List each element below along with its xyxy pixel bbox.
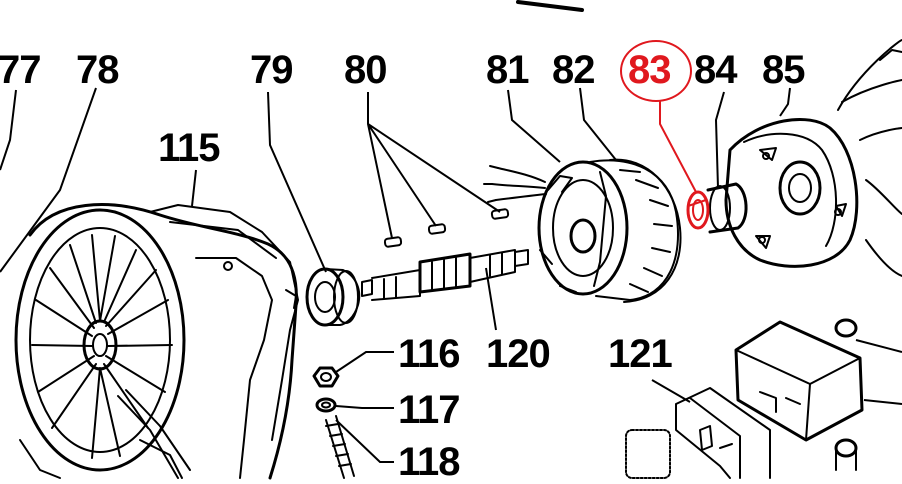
part-label-80: 80	[344, 48, 387, 92]
nut-116	[312, 366, 340, 388]
part-label-85: 85	[762, 48, 805, 92]
ring-83	[686, 190, 710, 230]
part-label-79: 79	[250, 48, 293, 92]
capacitor-box	[734, 320, 864, 442]
leader-lines	[0, 87, 902, 463]
part-label-120: 120	[486, 332, 551, 376]
part-label-83[interactable]: 83	[628, 48, 671, 92]
part-label-116: 116	[398, 332, 461, 376]
highlight-ring-83	[620, 40, 692, 102]
part-label-84: 84	[694, 48, 737, 92]
part-label-117: 117	[398, 388, 461, 432]
washer-117	[315, 397, 337, 413]
stud-118	[325, 415, 355, 479]
keys-80	[383, 208, 510, 248]
outer-cover-partial	[837, 39, 902, 277]
top-edge-fragment	[516, 0, 584, 12]
end-shield-85	[724, 117, 859, 268]
part-label-82: 82	[552, 48, 595, 92]
shaft-120	[361, 249, 529, 301]
bearing-79	[305, 267, 361, 327]
part-label-115: 115	[158, 126, 221, 170]
cable-gland-right	[834, 318, 858, 471]
part-label-121: 121	[608, 332, 673, 376]
part-label-78: 78	[76, 48, 119, 92]
part-label-81: 81	[486, 48, 529, 92]
part-label-118: 118	[398, 440, 461, 484]
terminal-block-121	[625, 387, 771, 479]
stator-81-82	[483, 158, 682, 303]
part-label-77: 77	[0, 48, 41, 92]
spacer-84	[706, 182, 748, 234]
motor-housing-115	[14, 203, 299, 480]
